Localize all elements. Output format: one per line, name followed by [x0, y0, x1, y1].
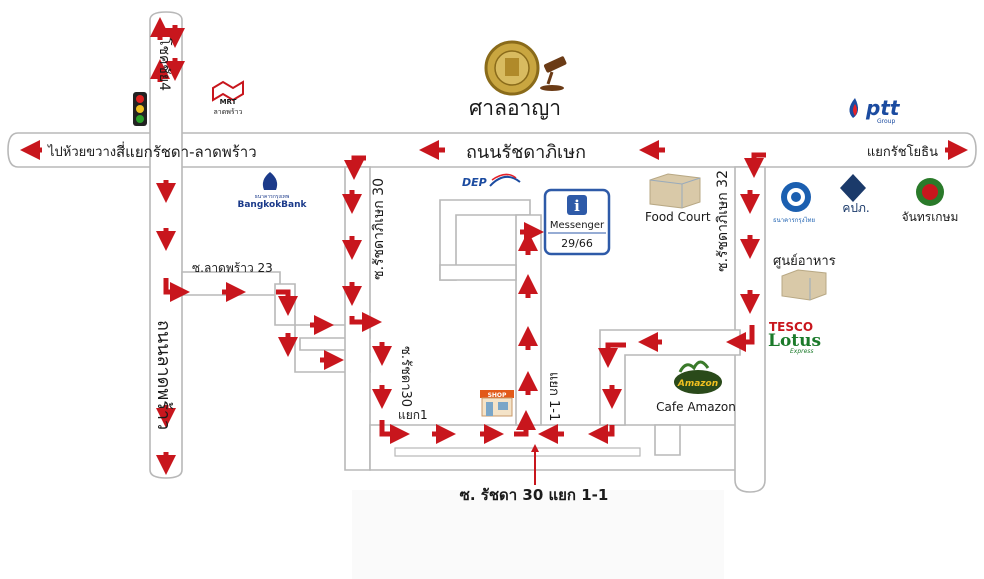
court-seal-icon	[484, 40, 567, 96]
soi-32-label: ซ.รัชดาภิเษก 32	[715, 170, 731, 272]
food-court-thai-label: ศูนย์อาหาร	[773, 253, 836, 269]
soi-lp23-label: ซ.ลาดพร้าว 23	[192, 261, 273, 275]
yaek-1-label: แยก1	[398, 408, 428, 422]
messenger-number: 29/66	[561, 237, 593, 250]
kasem-label: จันทรเกษม	[902, 210, 959, 224]
arrow	[163, 278, 190, 302]
yaek-11-label: แยก 1-1	[546, 372, 561, 421]
route-arrows	[20, 17, 968, 485]
dep-logo: DEP	[462, 173, 521, 189]
arrow	[379, 420, 410, 444]
inner-loop-low	[439, 264, 517, 281]
arrow	[598, 342, 626, 368]
destination-label: ซ. รัชดา 30 แยก 1-1	[460, 486, 609, 504]
dep-text: DEP	[462, 176, 487, 189]
cafe-amazon-label: Cafe Amazon	[656, 400, 736, 414]
lotus-text: Lotus	[768, 331, 821, 351]
bbl-text: BangkokBank	[237, 200, 307, 210]
express-text: Express	[790, 348, 814, 355]
ktb-logo: ธนาคารกรุงไทย	[773, 182, 815, 224]
traffic-light-icon	[133, 92, 147, 126]
soi-30-label: ซ.รัชดาภิเษก 30	[371, 178, 387, 280]
kpp-text: คปภ.	[842, 201, 869, 215]
soi-30-road	[344, 166, 371, 471]
food-court-thai-icon	[781, 269, 827, 301]
bbl-thai-text: ธนาคารกรุงเทพ	[255, 194, 290, 200]
mrt-text: MRT	[220, 98, 237, 106]
chokchai-label: โชคชัย4	[156, 38, 173, 91]
intersection-label: สี่แยกรัชดา-ลาดพร้าว	[116, 141, 257, 161]
arrow	[344, 155, 366, 180]
kasem-logo	[916, 178, 944, 206]
soi-30-vertical-label: ซ.รัชดา30	[398, 346, 413, 407]
messenger-title: Messenger	[550, 220, 605, 231]
yothin-label: แยกรัชโยธิน	[867, 144, 938, 160]
food-court-icon	[649, 173, 701, 209]
to-huai-khwang-label: ไปห้วยขวาง	[47, 144, 116, 160]
shop-text: SHOP	[488, 392, 507, 399]
arrow	[744, 152, 766, 178]
kpp-logo: คปภ.	[840, 174, 870, 215]
mrt-logo: MRT ลาดพร้าว	[212, 80, 244, 116]
arrow	[276, 289, 298, 316]
main-road-label: ถนนรัชดาภิเษก	[466, 142, 586, 163]
ptt-logo: ptt Group	[849, 96, 901, 125]
bottom-divider	[394, 447, 641, 457]
ktb-text: ธนาคารกรุงไทย	[773, 216, 815, 224]
arrow	[349, 312, 382, 332]
tesco-lotus-logo: TESCO Lotus Express	[768, 320, 821, 355]
cafe-road	[654, 424, 681, 456]
arrow	[726, 325, 755, 352]
ptt-text: ptt	[865, 96, 901, 120]
amazon-text: Amazon	[677, 379, 718, 389]
background-panel	[352, 490, 724, 579]
tesco-text: TESCO	[769, 320, 813, 334]
bangkok-bank-logo: ธนาคารกรุงเทพ BangkokBank	[237, 172, 308, 210]
court-label: ศาลอาญา	[469, 96, 561, 120]
food-court-label: Food Court	[645, 210, 711, 224]
arrow	[514, 410, 536, 437]
info-icon: i	[574, 197, 580, 215]
mrt-sub-text: ลาดพร้าว	[213, 108, 242, 116]
cafe-amazon-logo: Amazon	[674, 360, 722, 394]
messenger-marker[interactable]: i Messenger 29/66	[543, 188, 611, 256]
arrow	[588, 424, 615, 444]
main-road	[7, 132, 977, 168]
lat-phrao-road-label: ถนนลาดพร้าว	[153, 320, 174, 430]
ptt-sub-text: Group	[877, 118, 895, 125]
shop-icon: SHOP	[480, 390, 514, 417]
